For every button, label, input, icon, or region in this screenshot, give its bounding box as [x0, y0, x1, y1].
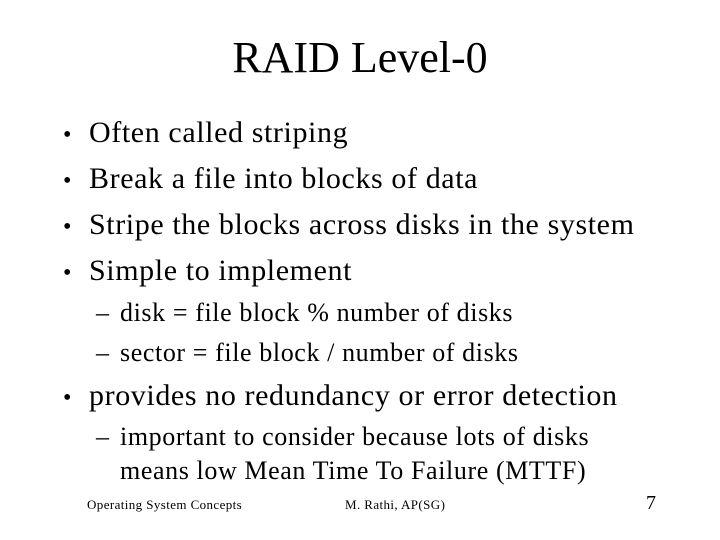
bullet-dot-icon: •: [63, 122, 72, 148]
bullet-dot-icon: •: [63, 168, 72, 194]
slide-title: RAID Level-0: [232, 33, 488, 82]
dash-icon: –: [96, 422, 109, 451]
bullet-item: • Simple to implement: [63, 254, 352, 289]
sub-bullet-item: –important to consider because lots of d…: [96, 420, 620, 488]
footer-course-title: Operating System Concepts: [87, 497, 243, 512]
bullet-text: Stripe the blocks across disks in the sy…: [89, 208, 635, 241]
bullet-dot-icon: •: [63, 260, 72, 286]
sub-bullet-text: disk = file block % number of disks: [120, 298, 514, 327]
sub-bullet-text: sector = file block / number of disks: [120, 338, 519, 367]
bullet-item: • Break a file into blocks of data: [63, 162, 478, 197]
sub-bullet-text: important to consider because lots of di…: [120, 422, 590, 485]
sub-bullet-item: – sector = file block / number of disks: [96, 338, 519, 368]
bullet-item: • Often called striping: [63, 116, 348, 151]
bullet-text: Simple to implement: [89, 254, 353, 287]
dash-icon: –: [96, 338, 109, 367]
bullet-item: • Stripe the blocks across disks in the …: [63, 208, 635, 243]
footer-page-number: 7: [646, 492, 656, 514]
bullet-dot-icon: •: [63, 214, 72, 240]
bullet-item: • provides no redundancy or error detect…: [63, 379, 618, 414]
bullet-dot-icon: •: [63, 385, 72, 411]
sub-bullet-item: – disk = file block % number of disks: [96, 298, 513, 328]
footer-author: M. Rathi, AP(SG): [345, 497, 446, 512]
dash-icon: –: [96, 298, 109, 327]
bullet-text: provides no redundancy or error detectio…: [89, 379, 618, 412]
bullet-text: Often called striping: [89, 116, 349, 149]
bullet-text: Break a file into blocks of data: [89, 162, 479, 195]
